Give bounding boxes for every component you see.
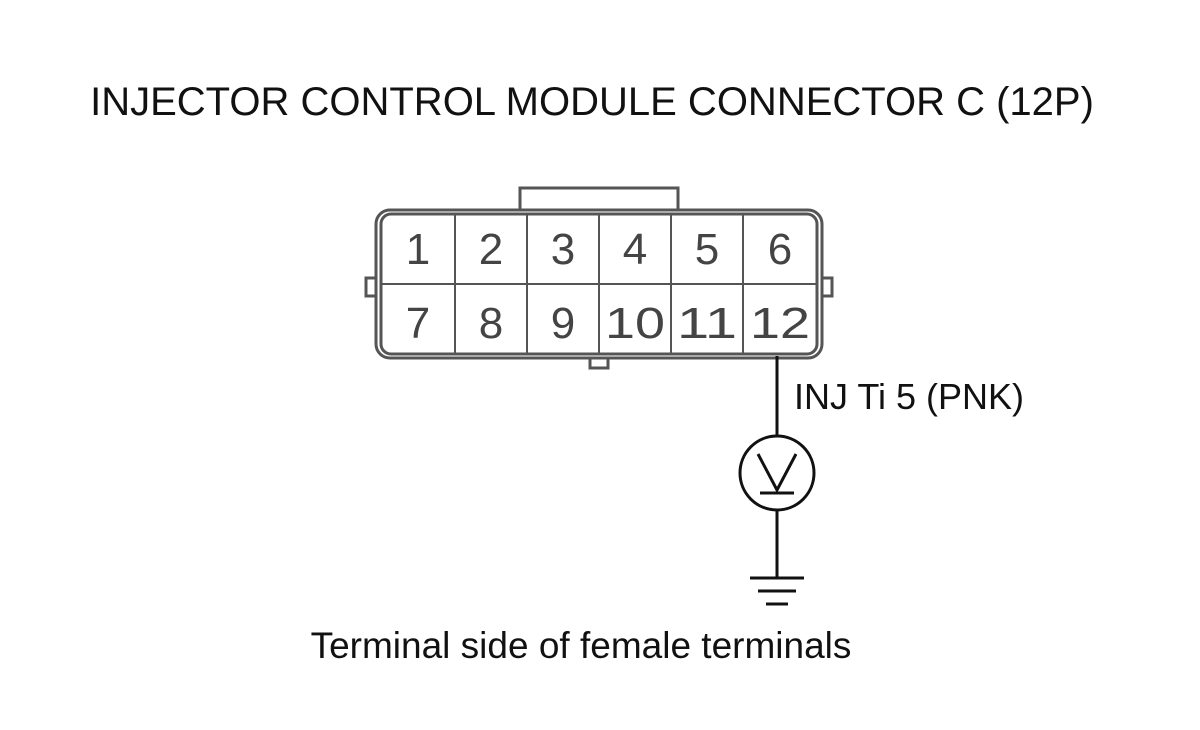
terminal-number: 6 <box>768 225 792 274</box>
connector-grid <box>381 214 817 354</box>
terminal-number: 11 <box>677 299 737 348</box>
terminal-number: 5 <box>695 225 719 274</box>
terminal-number-probed: 12 <box>750 299 810 348</box>
connector-row-2: 7 8 9 10 11 12 <box>406 299 810 348</box>
voltmeter-icon <box>738 434 816 512</box>
terminal-number: 1 <box>406 225 430 274</box>
terminal-number: 10 <box>605 299 665 348</box>
terminal-number: 7 <box>406 299 430 348</box>
ground-icon <box>750 576 804 606</box>
diagram-caption: Terminal side of female terminals <box>311 625 852 666</box>
terminal-number: 9 <box>551 299 575 348</box>
terminal-number: 4 <box>623 225 647 274</box>
connector-lock-tab <box>518 186 680 214</box>
connector-row-1: 1 2 3 4 5 6 <box>406 225 792 274</box>
diagram-title: INJECTOR CONTROL MODULE CONNECTOR C (12P… <box>90 80 1094 124</box>
terminal-number: 3 <box>551 225 575 274</box>
terminal-number: 8 <box>479 299 503 348</box>
wire-label: INJ Ti 5 (PNK) <box>794 376 1024 417</box>
terminal-number: 2 <box>479 225 503 274</box>
